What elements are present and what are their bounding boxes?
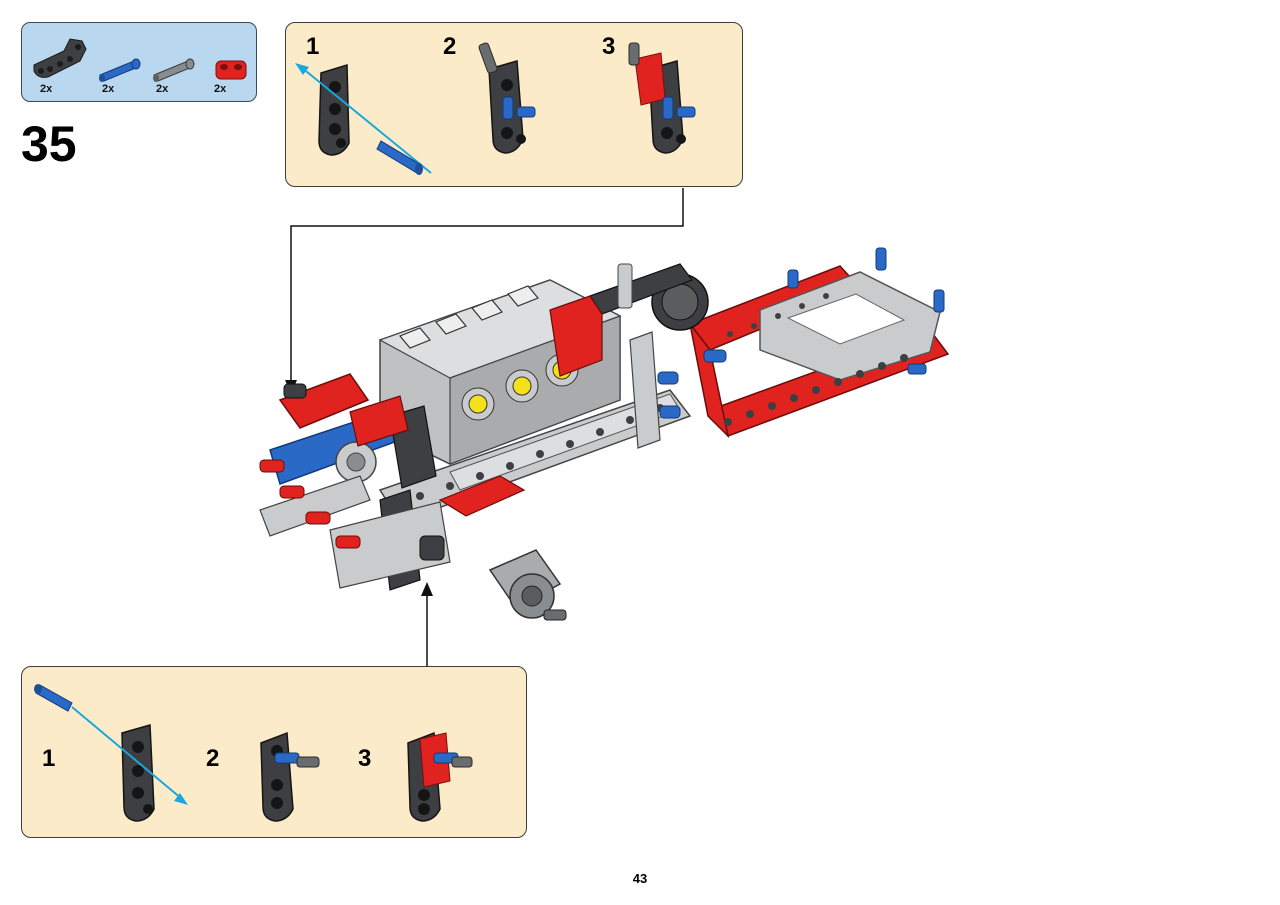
l-beam-dark-gray-icon — [33, 38, 87, 78]
sub-assembly-bottom-panel: 1 2 3 — [21, 666, 527, 838]
part-qty: 2x — [102, 83, 115, 95]
sub-assembly-top-panel: 1 2 3 — [285, 22, 743, 187]
sub-step-number: 2 — [443, 33, 457, 60]
main-assembly-illustration — [259, 247, 950, 621]
sub-step-number: 2 — [206, 745, 220, 772]
part-l-beam: 2x — [30, 23, 90, 101]
parts-list-panel: 2x 2x 2x 2x — [21, 22, 257, 102]
rear-frame — [688, 247, 950, 439]
front-gearbox — [259, 373, 437, 549]
sub-step-2-figure — [478, 42, 536, 154]
part-qty: 2x — [156, 83, 169, 95]
gear-assembly — [549, 263, 709, 377]
sub-step-1-figure — [34, 684, 188, 822]
sub-step-3-figure — [407, 731, 473, 822]
sub-step-1-figure — [295, 63, 432, 175]
step-number: 35 — [21, 116, 77, 172]
part-qty: 2x — [214, 83, 227, 95]
gray-axle-pin-icon — [153, 58, 195, 82]
sub-step-2-figure — [260, 731, 320, 822]
sub-step-number: 3 — [602, 33, 616, 60]
sub-step-number: 1 — [42, 745, 56, 772]
lower-chassis — [329, 331, 727, 591]
part-blue-pin: 2x — [92, 23, 152, 101]
front-differential — [419, 535, 567, 621]
sub-step-3-figure — [628, 42, 696, 154]
page-number: 43 — [632, 871, 648, 886]
sub-step-number: 1 — [306, 33, 320, 60]
blue-axle-pin-icon — [99, 58, 141, 82]
part-red-connector: 2x — [204, 23, 264, 101]
engine-block — [378, 279, 622, 465]
part-qty: 2x — [40, 83, 53, 95]
part-gray-pin: 2x — [146, 23, 206, 101]
sub-step-number: 3 — [358, 745, 372, 772]
red-connector-icon — [215, 60, 247, 80]
